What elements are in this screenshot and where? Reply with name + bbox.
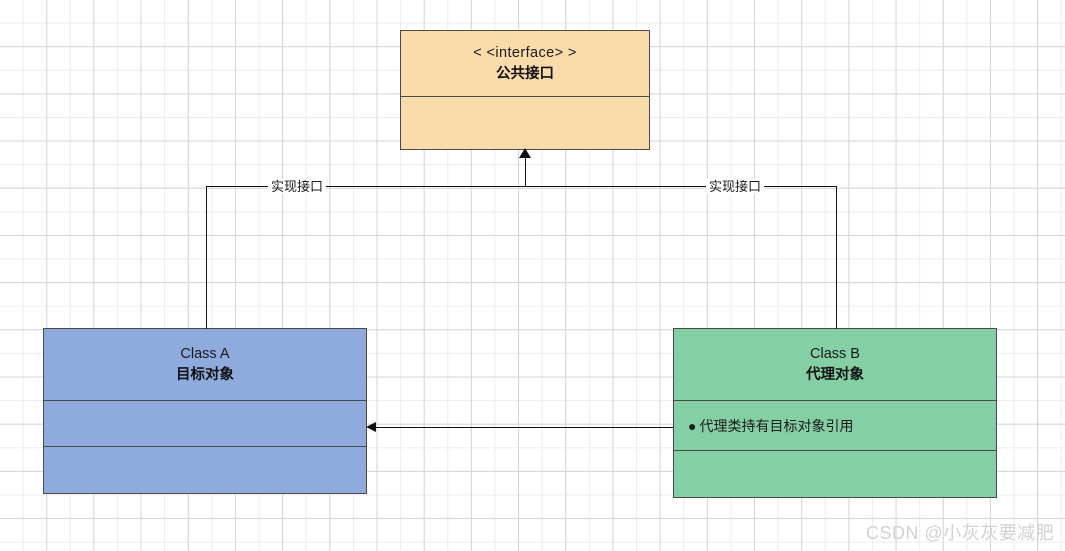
class-a-attributes-compartment (44, 400, 366, 446)
edge-label-class-b-implements: 实现接口 (706, 179, 765, 194)
interface-name: 公共接口 (496, 65, 554, 82)
bullet-icon: ● (688, 417, 697, 434)
class-b-member-row: ●代理类持有目标对象引用 (674, 416, 853, 436)
uml-class-a[interactable]: Class A 目标对象 (43, 328, 367, 494)
class-b-attributes-compartment: ●代理类持有目标对象引用 (674, 400, 996, 450)
association-arrowhead-icon (366, 422, 376, 432)
realization-bus-line (206, 186, 837, 187)
class-a-name: Class A (180, 345, 230, 362)
class-a-methods-compartment (44, 446, 366, 493)
watermark-text: CSDN @小灰灰要减肥 (866, 523, 1055, 543)
uml-class-b[interactable]: Class B 代理对象 ●代理类持有目标对象引用 (673, 328, 997, 498)
interface-members-compartment (401, 96, 649, 149)
class-b-to-class-a-line (374, 427, 673, 428)
class-b-header: Class B 代理对象 (674, 329, 996, 400)
interface-realization-riser (525, 158, 526, 187)
class-a-realization-line (206, 186, 207, 329)
class-a-header: Class A 目标对象 (44, 329, 366, 400)
edge-label-class-a-implements: 实现接口 (268, 179, 327, 194)
class-b-member-text: 代理类持有目标对象引用 (699, 417, 854, 434)
class-b-realization-line (836, 186, 837, 329)
class-b-name: Class B (810, 345, 860, 362)
uml-class-interface[interactable]: < <interface> > 公共接口 (400, 30, 650, 150)
class-b-methods-compartment (674, 450, 996, 497)
class-a-title: 目标对象 (176, 366, 234, 383)
realization-arrowhead-icon (519, 148, 531, 158)
interface-stereotype: < <interface> > (473, 44, 577, 61)
interface-header: < <interface> > 公共接口 (401, 31, 649, 96)
class-b-title: 代理对象 (806, 366, 864, 383)
